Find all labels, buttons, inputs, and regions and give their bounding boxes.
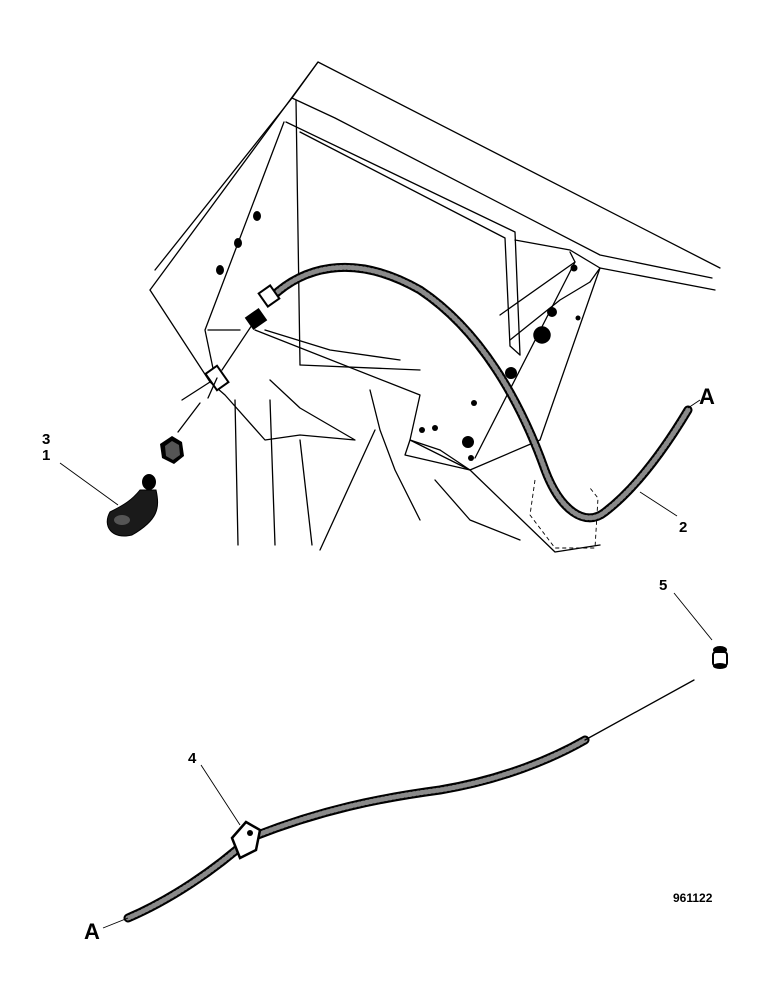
cable-end-fitting: [712, 646, 728, 669]
leader-lines: [59, 399, 713, 929]
connector-a-top: A: [699, 384, 715, 409]
callout-1: 1: [42, 447, 50, 464]
dashboard-housing: [149, 61, 721, 553]
choke-knob-assembly: [106, 402, 201, 537]
drawing-number: 961122: [673, 891, 713, 905]
control-cable-lower: [123, 679, 695, 923]
callout-5: 5: [659, 577, 667, 594]
connector-a-bottom: A: [84, 919, 100, 944]
control-cable-upper: [204, 262, 693, 523]
callout-2: 2: [679, 519, 687, 536]
callout-3: 3: [42, 431, 50, 448]
callout-4: 4: [188, 750, 197, 767]
